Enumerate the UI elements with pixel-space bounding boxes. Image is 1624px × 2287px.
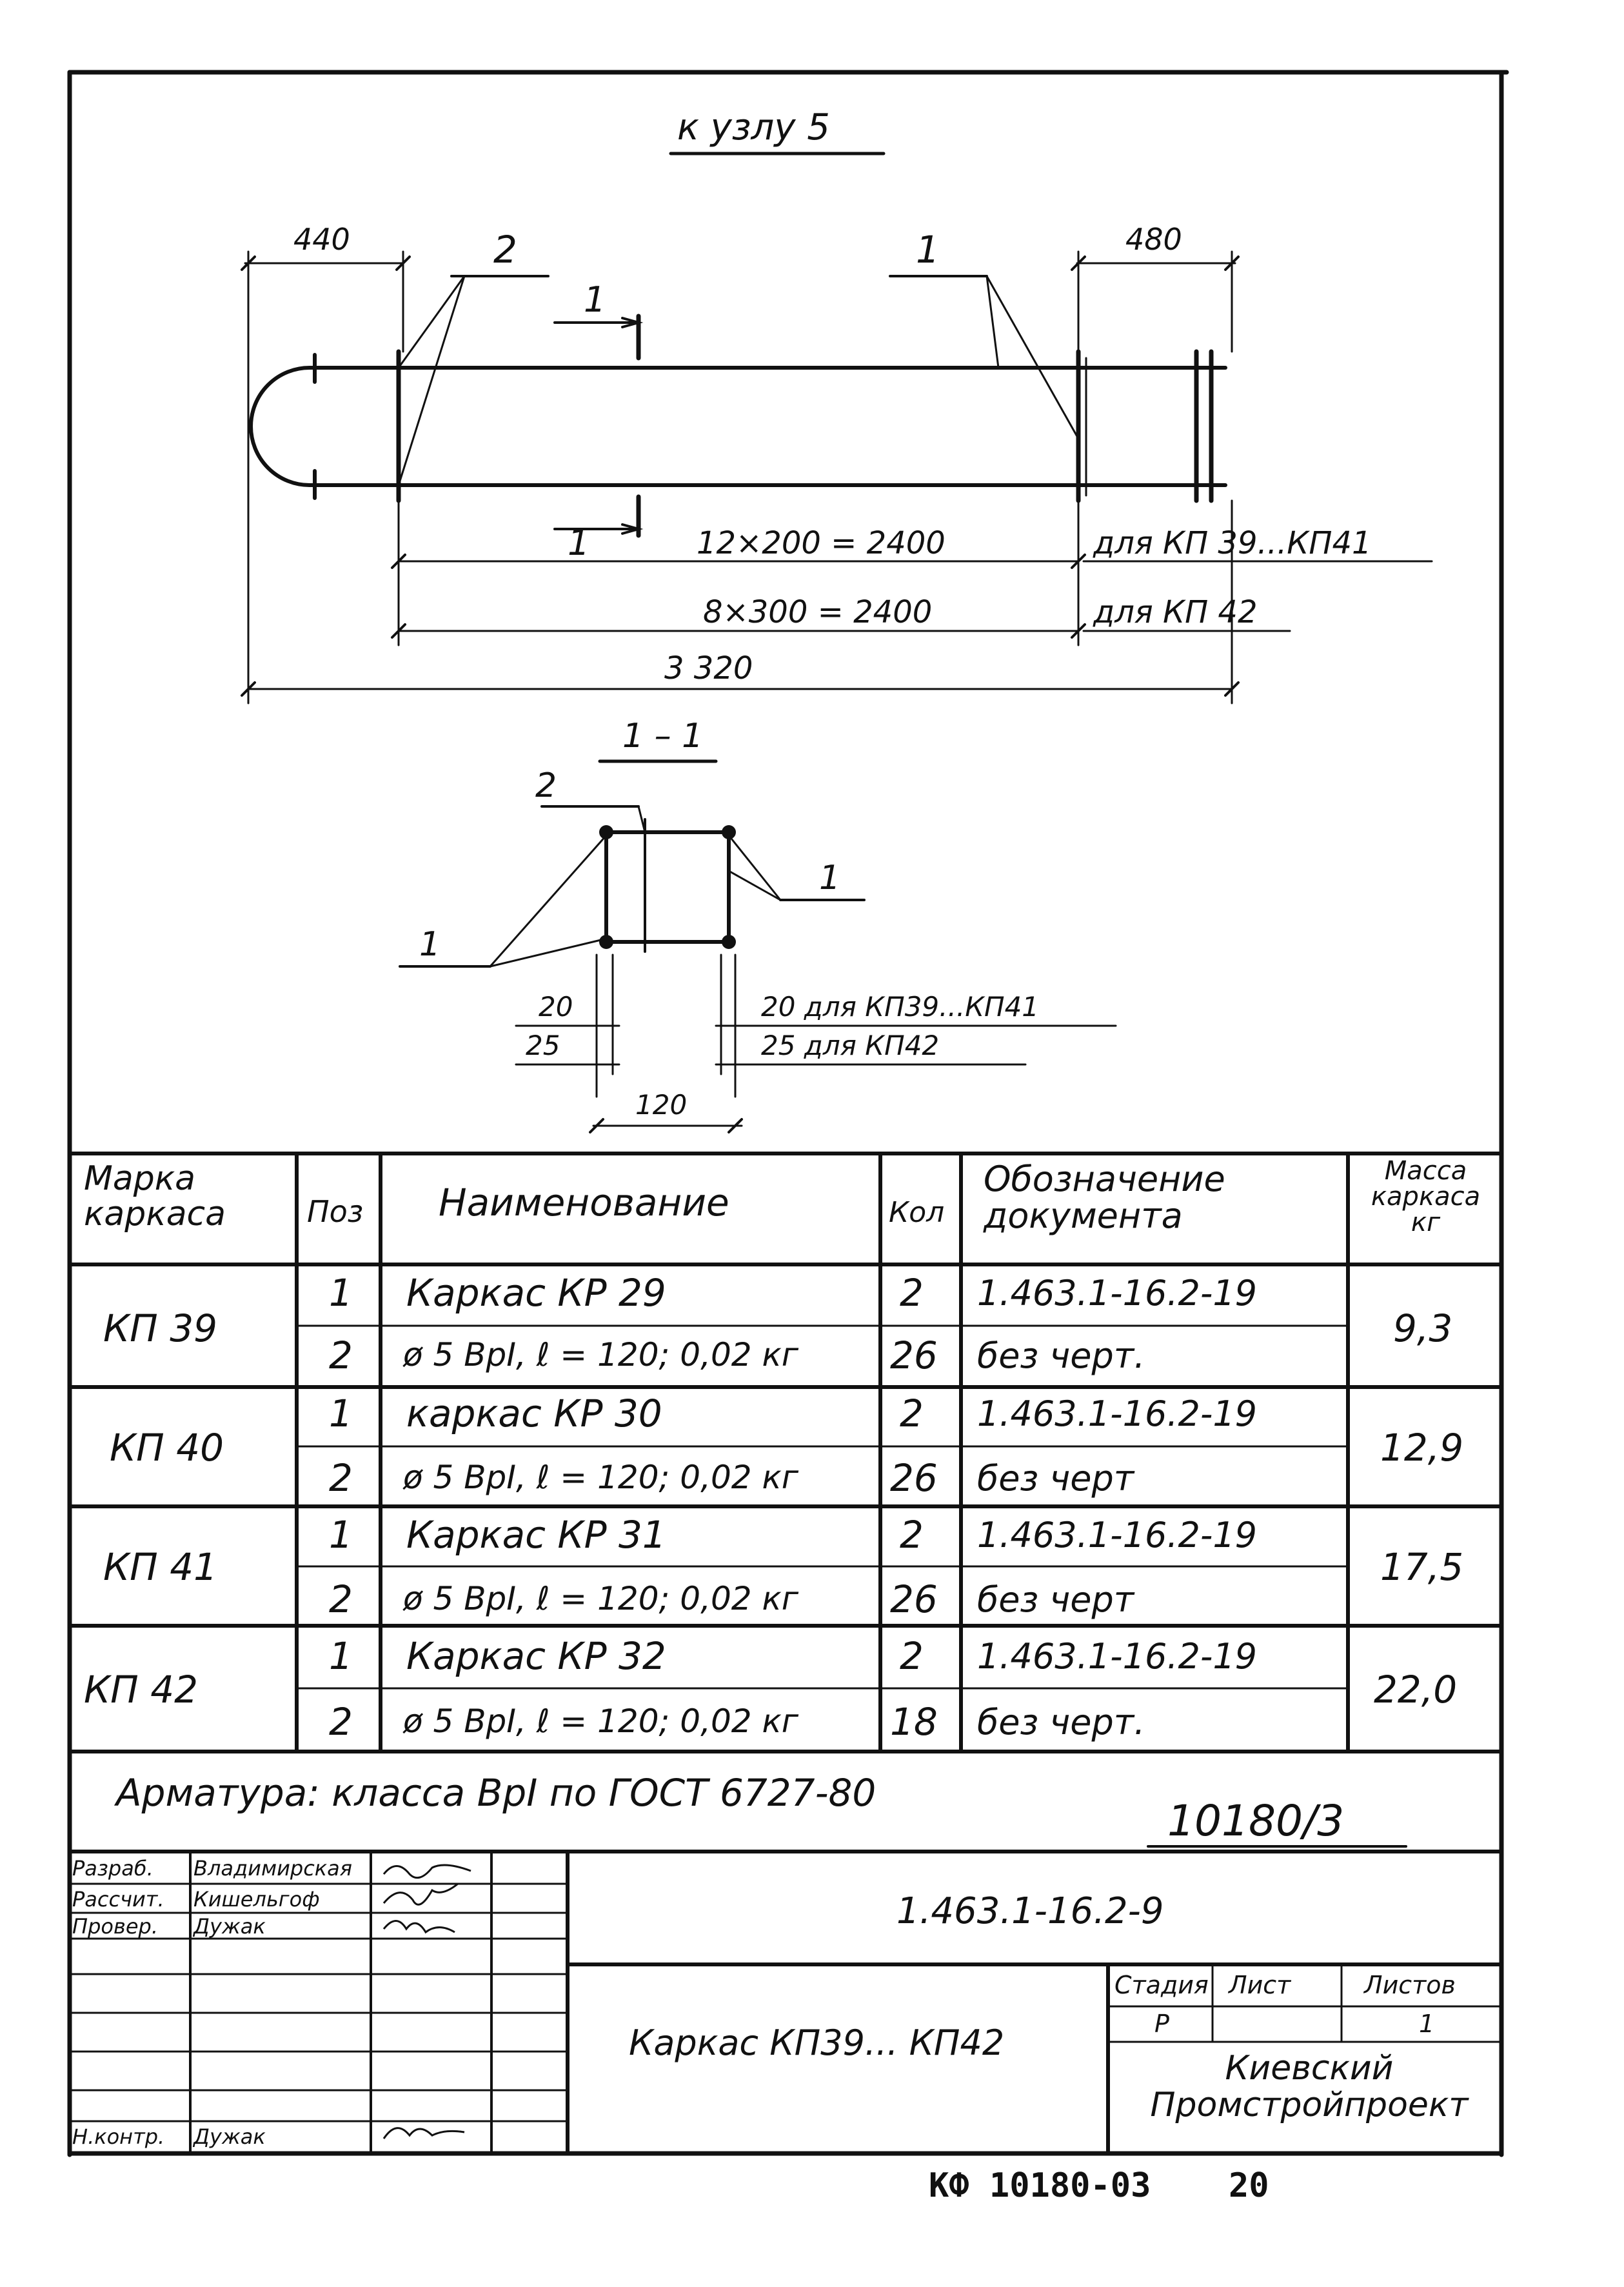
doc-cell: без черт. <box>977 1335 1145 1376</box>
dim-note-kp39-41: для КП 39...КП41 <box>1093 525 1372 561</box>
section-leader-1-right: 1 <box>819 859 841 897</box>
section-title: 1 – 1 <box>622 717 704 755</box>
name-cell: ø 5 ВрI, ℓ = 120; 0,02 кг <box>403 1459 798 1496</box>
mass-cell: 17,5 <box>1380 1545 1464 1589</box>
sheet-name: Каркас КП39... КП42 <box>629 2022 1005 2063</box>
doc-cell: без черт. <box>977 1702 1145 1743</box>
section-leader-1-left: 1 <box>419 925 441 964</box>
pos-cell: 1 <box>329 1271 353 1315</box>
pos-cell: 1 <box>329 1392 353 1435</box>
title-block-grid <box>68 1850 1503 2155</box>
header-mass: Масса каркаса кг <box>1371 1156 1481 1237</box>
mark-cell: КП 39 <box>103 1306 218 1350</box>
section-1-1 <box>604 818 731 953</box>
pos-cell: 1 <box>329 1634 353 1678</box>
header-pos: Поз <box>307 1194 364 1229</box>
section-dim-120: 120 <box>635 1089 688 1121</box>
role-name: Дужак <box>193 2124 266 2149</box>
footer-page: 20 <box>1229 2166 1269 2205</box>
section-leader-2: 2 <box>535 766 557 805</box>
stage-value: Р <box>1154 2010 1169 2038</box>
role-label: Н.контр. <box>72 2124 165 2149</box>
reinforcement-note: Арматура: класса ВрI по ГОСТ 6727-80 <box>116 1771 876 1815</box>
signatures <box>382 1864 471 2139</box>
mark-cell: КП 41 <box>103 1545 218 1589</box>
doc-cell: 1.463.1-16.2-19 <box>977 1393 1258 1434</box>
pos-cell: 2 <box>329 1577 353 1621</box>
section-dim-20-left: 20 <box>539 991 573 1023</box>
name-cell: ø 5 ВрI, ℓ = 120; 0,02 кг <box>403 1580 798 1617</box>
qty-cell: 18 <box>890 1700 938 1744</box>
leader-label-2: 2 <box>493 228 517 272</box>
pos-cell: 2 <box>329 1333 353 1377</box>
name-cell: ø 5 ВрI, ℓ = 120; 0,02 кг <box>403 1703 798 1740</box>
role-label: Рассчит. <box>72 1887 164 1912</box>
qty-cell: 2 <box>900 1392 924 1435</box>
doc-cell: 1.463.1-16.2-19 <box>977 1636 1258 1677</box>
pos-cell: 1 <box>329 1513 353 1557</box>
doc-cell: без черт <box>977 1579 1134 1620</box>
mark-cell: КП 42 <box>84 1668 199 1712</box>
sheets-value: 1 <box>1419 2010 1435 2038</box>
header-qty: Кол <box>889 1196 945 1229</box>
doc-code: 1.463.1-16.2-9 <box>896 1890 1164 1932</box>
leader-label-1: 1 <box>916 228 940 272</box>
footer-code: КФ 10180-03 <box>929 2166 1151 2205</box>
qty-cell: 26 <box>890 1456 938 1500</box>
dim-note-kp42: для КП 42 <box>1093 594 1258 630</box>
dim-440: 440 <box>293 222 350 257</box>
qty-cell: 26 <box>890 1333 938 1377</box>
doc-cell: без черт <box>977 1458 1134 1499</box>
role-name: Кишельгоф <box>193 1887 320 1912</box>
header-doc: Обозначение документа <box>984 1159 1225 1236</box>
name-cell: каркас КР 30 <box>406 1392 662 1435</box>
section-dim-25-left: 25 <box>526 1030 560 1061</box>
qty-cell: 2 <box>900 1271 924 1315</box>
mass-cell: 22,0 <box>1374 1668 1458 1712</box>
qty-cell: 2 <box>900 1513 924 1557</box>
role-name: Дужак <box>193 1914 266 1939</box>
role-label: Разраб. <box>72 1856 153 1881</box>
stage-label: Стадия <box>1114 1971 1209 1999</box>
dim-12x200: 12×200 = 2400 <box>697 525 946 561</box>
role-name: Владимирская <box>193 1856 352 1881</box>
pos-cell: 2 <box>329 1456 353 1500</box>
dim-total: 3 320 <box>664 650 753 686</box>
cage-elevation <box>249 349 1227 503</box>
mass-cell: 9,3 <box>1393 1306 1453 1350</box>
sheet-label: Лист <box>1229 1971 1291 1999</box>
doc-cell: 1.463.1-16.2-19 <box>977 1273 1258 1313</box>
mark-cell: КП 40 <box>110 1426 224 1470</box>
name-cell: Каркас КР 29 <box>406 1271 666 1315</box>
qty-cell: 2 <box>900 1634 924 1678</box>
doc-cell: 1.463.1-16.2-19 <box>977 1515 1258 1555</box>
dim-480: 480 <box>1125 222 1182 257</box>
spec-table-grid <box>68 1152 1503 1753</box>
mass-cell: 12,9 <box>1380 1426 1464 1470</box>
name-cell: ø 5 ВрI, ℓ = 120; 0,02 кг <box>403 1336 798 1373</box>
role-label: Провер. <box>72 1914 158 1939</box>
sheet-number: 10180/3 <box>1167 1796 1345 1846</box>
name-cell: Каркас КР 31 <box>406 1513 666 1557</box>
dim-8x300: 8×300 = 2400 <box>703 594 933 630</box>
header-name: Наименование <box>439 1181 729 1224</box>
pos-cell: 2 <box>329 1700 353 1744</box>
qty-cell: 26 <box>890 1577 938 1621</box>
section-mark-top: 1 <box>584 279 606 320</box>
name-cell: Каркас КР 32 <box>406 1634 666 1678</box>
bar-dots <box>599 825 736 949</box>
organization: Киевский Промстройпроект <box>1150 2049 1469 2125</box>
node-title: к узлу 5 <box>677 106 830 148</box>
header-mark: Марка каркаса <box>84 1159 226 1233</box>
section-dim-20-right: 20 для КП39...КП41 <box>761 991 1040 1023</box>
section-mark-bottom: 1 <box>568 523 590 563</box>
sheets-label: Листов <box>1364 1971 1456 1999</box>
section-dim-25-right: 25 для КП42 <box>761 1030 940 1061</box>
